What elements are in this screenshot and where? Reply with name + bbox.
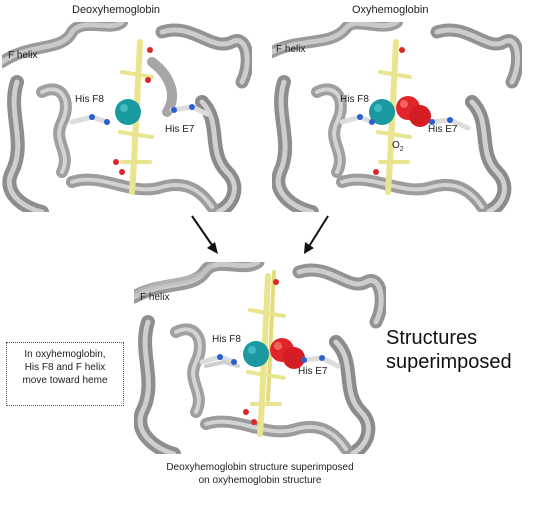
- superimposed-f-helix-label: F helix: [140, 292, 170, 303]
- oxy-title: Oxyhemoglobin: [352, 4, 429, 16]
- figure-caption: Deoxyhemoglobin structure superimposed o…: [130, 461, 390, 487]
- deoxy-title: Deoxyhemoglobin: [72, 4, 161, 16]
- oxy-o2-main: O: [392, 140, 400, 151]
- superimposed-his-e7-label: His E7: [298, 366, 328, 377]
- structures-superimposed-line1: Structures: [386, 327, 478, 349]
- note-line1: In oxyhemoglobin,: [24, 349, 106, 360]
- left-arrow-head: [207, 242, 218, 254]
- oxy-his-f8-label: His F8: [340, 94, 369, 105]
- oxy-o2-subscript: 2: [399, 146, 404, 153]
- note-line3: move toward heme: [22, 375, 108, 386]
- deoxy-structure-image: [2, 22, 252, 212]
- deoxy-his-e7-label: His E7: [165, 124, 195, 135]
- deoxy-structure-panel: [2, 22, 252, 212]
- oxy-f-helix-label: F helix: [276, 44, 306, 55]
- caption-line1: Deoxyhemoglobin structure superimposed: [166, 462, 354, 473]
- superimposed-structure-image: [134, 262, 386, 454]
- deoxy-f-helix-label: F helix: [8, 50, 38, 61]
- converging-arrows: [191, 215, 329, 254]
- note-line2: His F8 and F helix: [24, 362, 106, 373]
- left-arrow-shaft: [191, 215, 215, 249]
- right-arrow-shaft: [307, 215, 329, 249]
- oxy-structure-image: [272, 22, 522, 212]
- note-box: In oxyhemoglobin, His F8 and F helix mov…: [6, 342, 124, 406]
- oxy-structure-panel: [272, 22, 522, 212]
- oxy-o2-label: O2: [392, 140, 404, 153]
- structures-superimposed-label: Structures superimposed: [386, 326, 536, 374]
- superimposed-structure-panel: [134, 262, 386, 454]
- deoxy-his-f8-label: His F8: [75, 94, 104, 105]
- right-arrow-head: [304, 242, 314, 254]
- structures-superimposed-line2: superimposed: [386, 351, 512, 373]
- caption-line2: on oxyhemoglobin structure: [198, 475, 322, 486]
- oxy-his-e7-label: His E7: [428, 124, 458, 135]
- superimposed-his-f8-label: His F8: [212, 334, 241, 345]
